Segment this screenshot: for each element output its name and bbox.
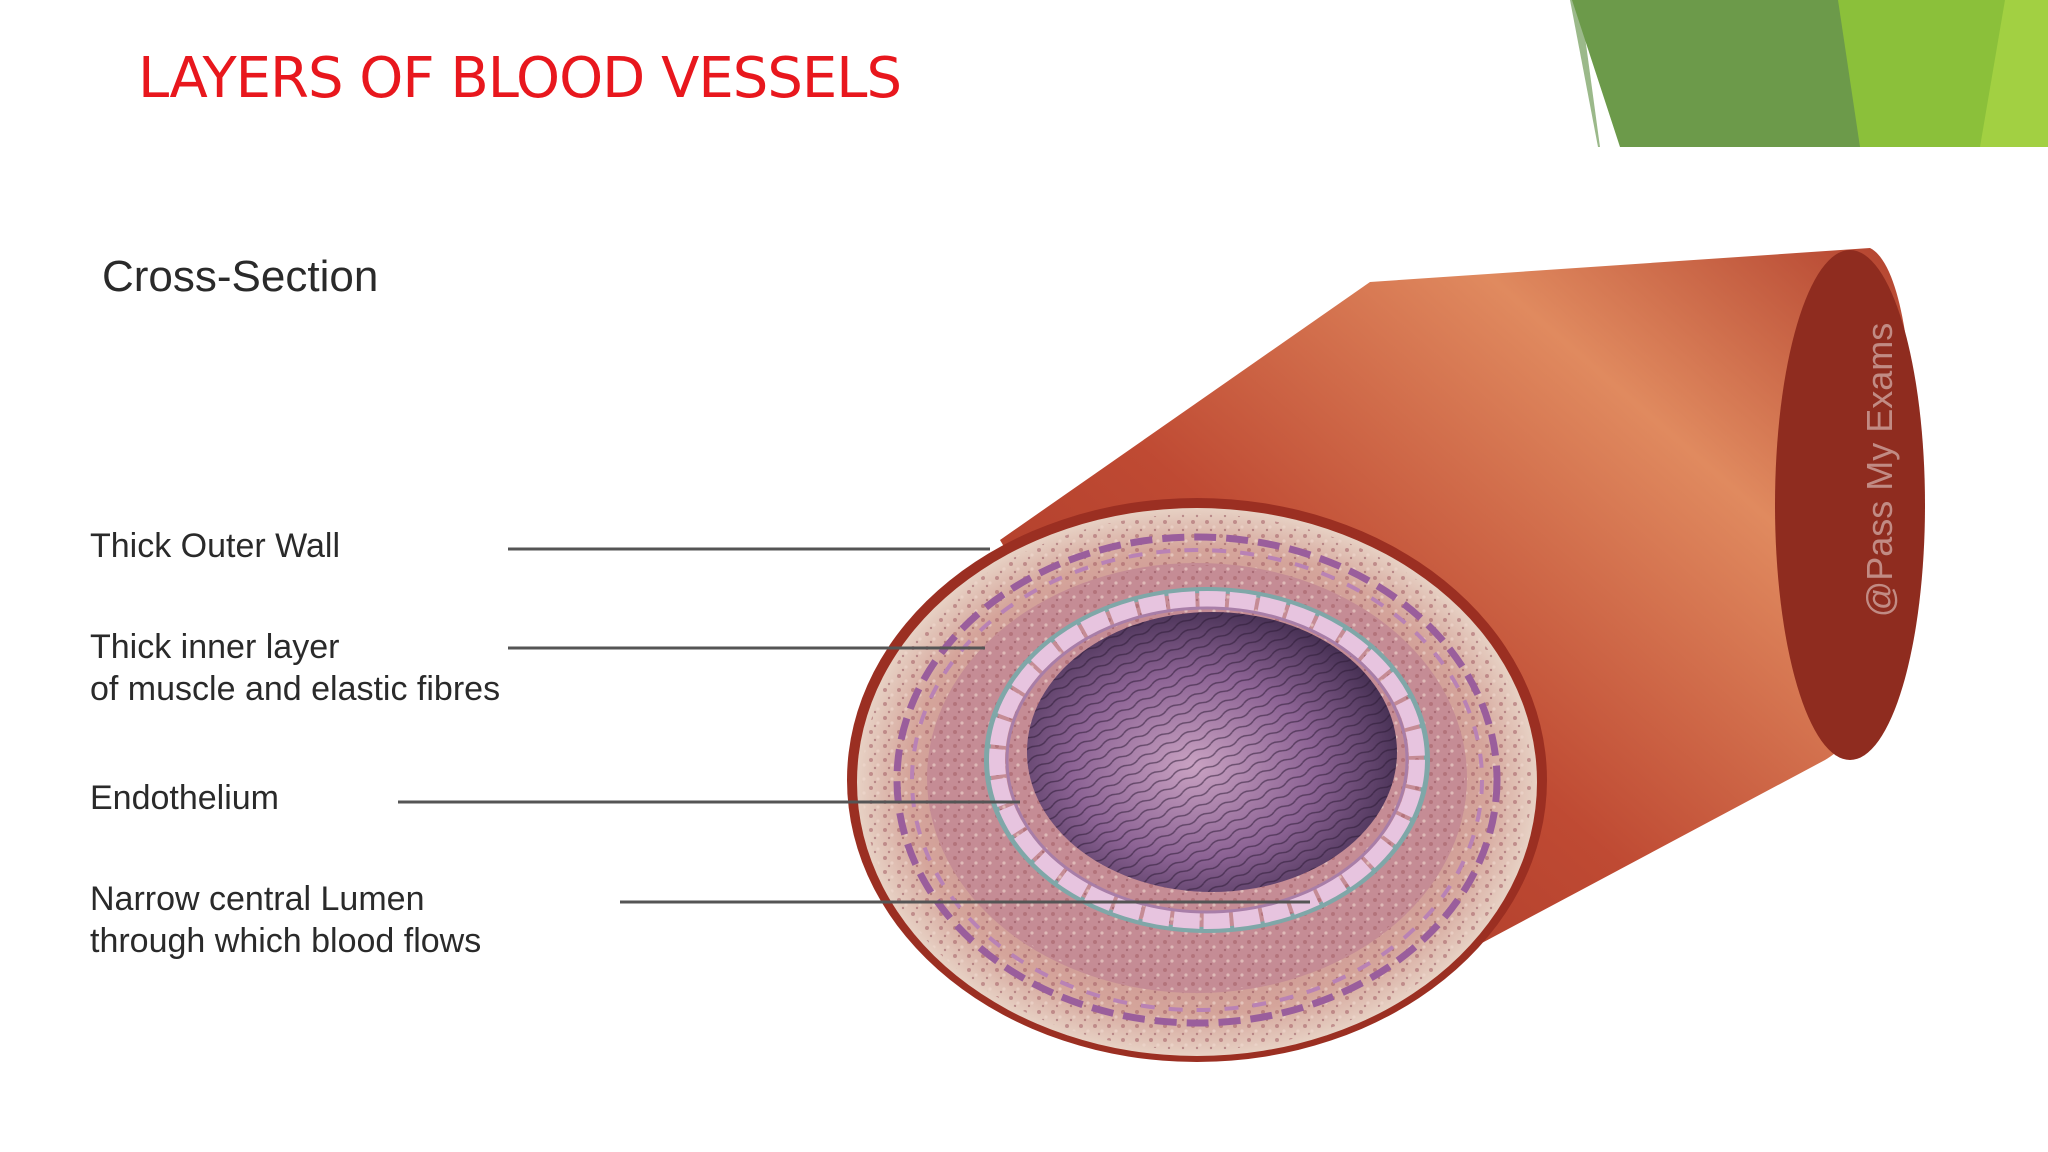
- label-lumen: Narrow central Lumen through which blood…: [90, 878, 481, 962]
- label-outer-wall-line-1: Thick Outer Wall: [90, 527, 341, 565]
- vessel-back-rim: [1775, 250, 1925, 760]
- label-lumen-line-1: Narrow central Lumen: [90, 880, 425, 918]
- label-inner-layer-line-2: of muscle and elastic fibres: [90, 670, 501, 708]
- elastic-membrane-outer: [893, 533, 1501, 1027]
- slide-title: LAYERS OF BLOOD VESSELS: [138, 46, 902, 111]
- cross-section-heading: Cross-Section: [102, 252, 379, 301]
- label-lumen-line-2: through which blood flows: [90, 922, 482, 960]
- elastic-membrane-inner: [910, 548, 1484, 1012]
- label-outer-wall: Thick Outer Wall: [90, 525, 340, 567]
- label-inner-layer-line-1: Thick inner layer: [90, 628, 340, 666]
- endothelium-ring: [984, 587, 1430, 933]
- label-endothelium: Endothelium: [90, 777, 279, 819]
- lumen-fibres: [1027, 612, 1397, 892]
- label-inner-layer: Thick inner layer of muscle and elastic …: [90, 626, 500, 710]
- watermark: @Pass My Exams: [1859, 322, 1900, 618]
- endothelium-cells: [989, 591, 1425, 929]
- label-endothelium-line-1: Endothelium: [90, 779, 280, 817]
- endothelium-inner-edge: [1005, 606, 1409, 914]
